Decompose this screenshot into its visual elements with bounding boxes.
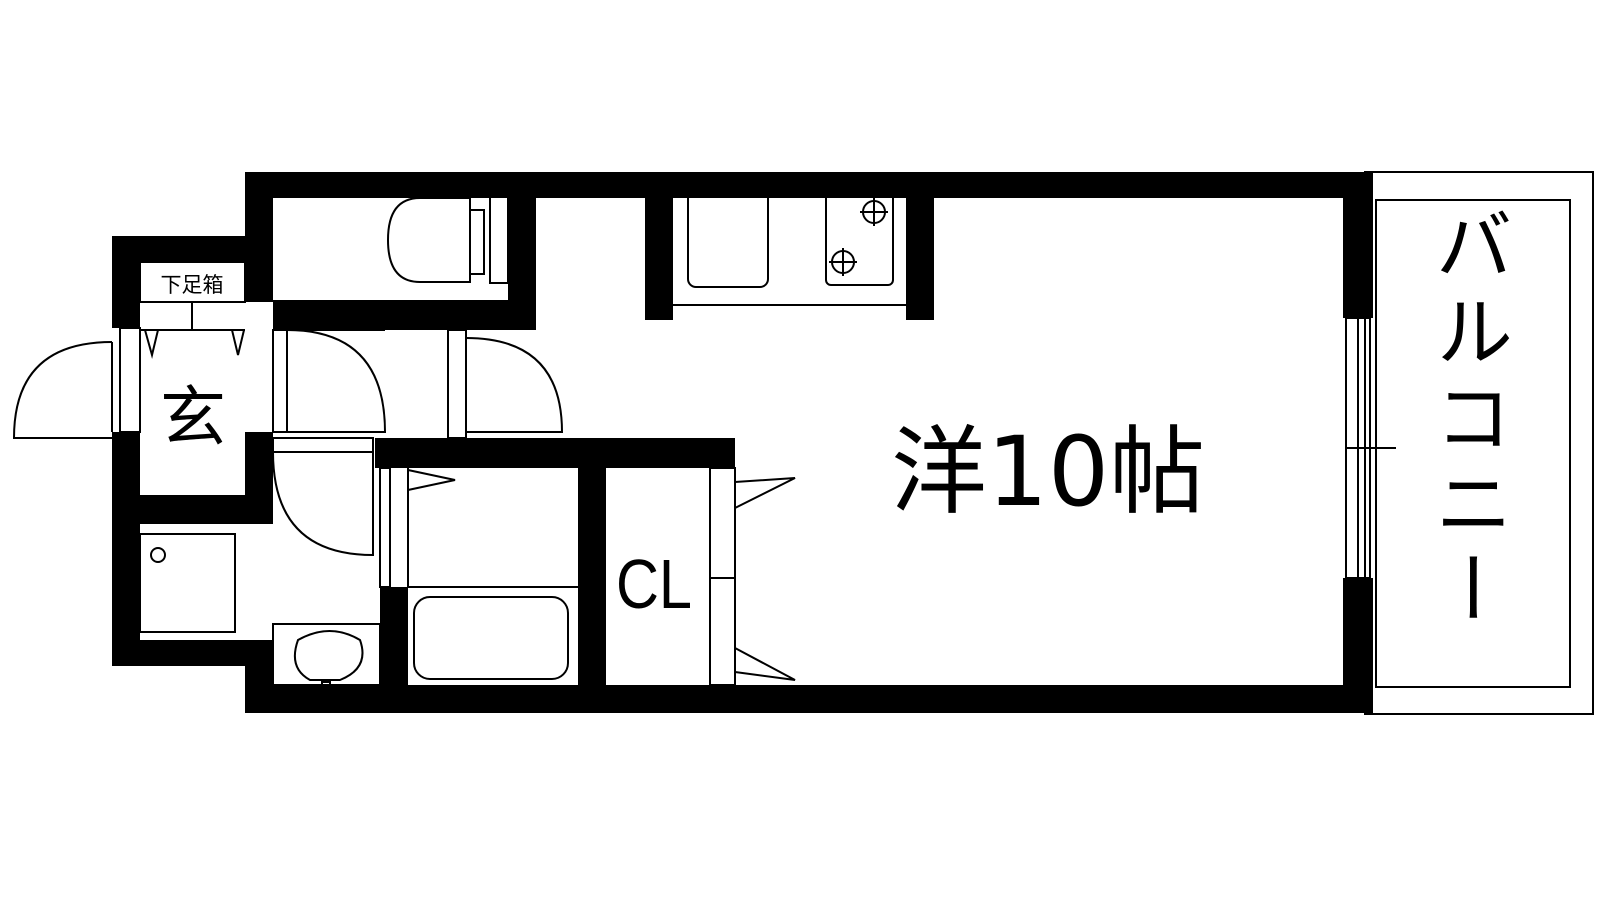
balcony-inner-rail [1375,199,1571,688]
kitchen-counter [673,181,906,306]
balcony-outer-rail [1364,171,1594,715]
shoe-box-label: 下足箱 [161,273,224,297]
closet-label: CL [616,544,692,623]
window [1345,317,1396,579]
entrance-label: 玄 [160,379,226,456]
doors [12,327,564,588]
toilet-icon [386,184,509,284]
balcony-label: バルコニー [1422,205,1512,635]
shoe-box [139,261,246,359]
washer-pan-icon [139,533,236,633]
balcony [1364,171,1594,715]
stove-icon [825,181,894,286]
front-door [12,327,141,439]
washroom-door [272,437,391,588]
exterior-walls [112,172,1373,713]
interior-walls [273,172,934,713]
hall-door [272,329,387,433]
bathroom [407,468,578,680]
sink-icon [687,186,769,288]
bathtub-icon [413,596,569,680]
washbasin-icon [272,623,381,695]
closet [709,467,796,686]
toilet-door [447,329,564,439]
western-room-label: 洋10帖 [891,416,1205,528]
